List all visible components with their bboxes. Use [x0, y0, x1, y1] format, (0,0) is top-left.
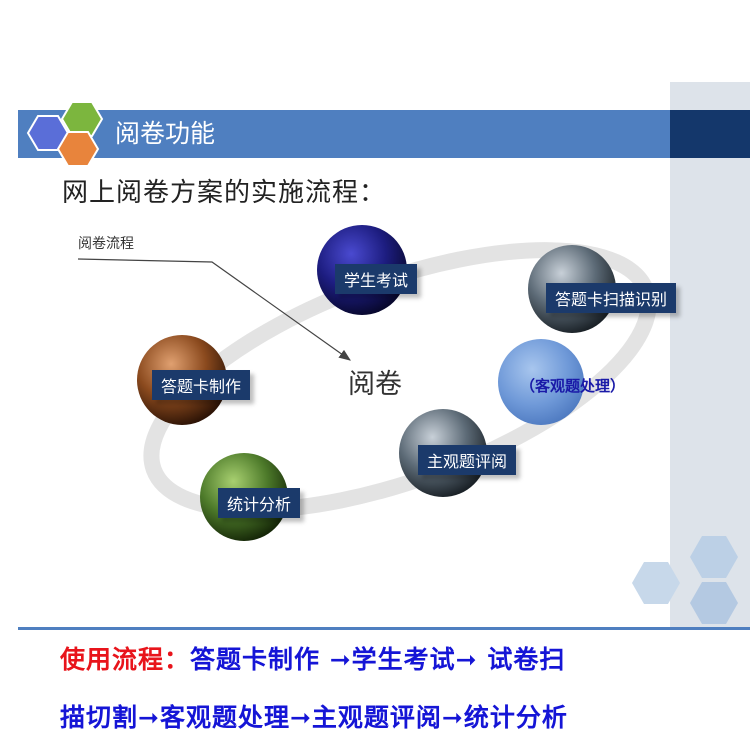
bottom-divider [18, 627, 750, 630]
node-subjective-review: 主观题评阅 [418, 445, 517, 475]
flow-diagram [77, 225, 657, 541]
node-student-exam: 学生考试 [335, 264, 418, 294]
node-objective: （客观题处理） [520, 377, 626, 395]
hexagon-shape-left [632, 562, 680, 604]
hexagon-shape-bottom [690, 582, 738, 624]
hexagon-decoration [632, 536, 738, 624]
node-sheet-make: 答题卡制作 [152, 370, 251, 400]
hexagon-logo-icon [26, 101, 104, 167]
usage-flow-text1: 答题卡制作 ➞学生考试➞ 试卷扫 [190, 645, 566, 674]
annotation-arrow [77, 258, 351, 361]
usage-flow-prefix: 使用流程： [60, 645, 191, 674]
header-bar [18, 110, 750, 158]
node-scan-recognize: 答题卡扫描识别 [546, 283, 677, 313]
usage-flow-line1: 使用流程：答题卡制作 ➞学生考试➞ 试卷扫 [60, 640, 565, 676]
slide-subtitle: 网上阅卷方案的实施流程： [62, 178, 387, 208]
header-title: 阅卷功能 [115, 119, 216, 148]
usage-flow-line2: 描切割➞客观题处理➞主观题评阅➞统计分析 [60, 703, 568, 732]
sphere-objective [498, 339, 584, 425]
center-word: 阅卷 [348, 369, 402, 400]
flow-note-label: 阅卷流程 [78, 236, 134, 252]
node-statistics: 统计分析 [218, 488, 301, 518]
header-dark-block [670, 110, 750, 158]
hexagon-shape-top [690, 536, 738, 578]
